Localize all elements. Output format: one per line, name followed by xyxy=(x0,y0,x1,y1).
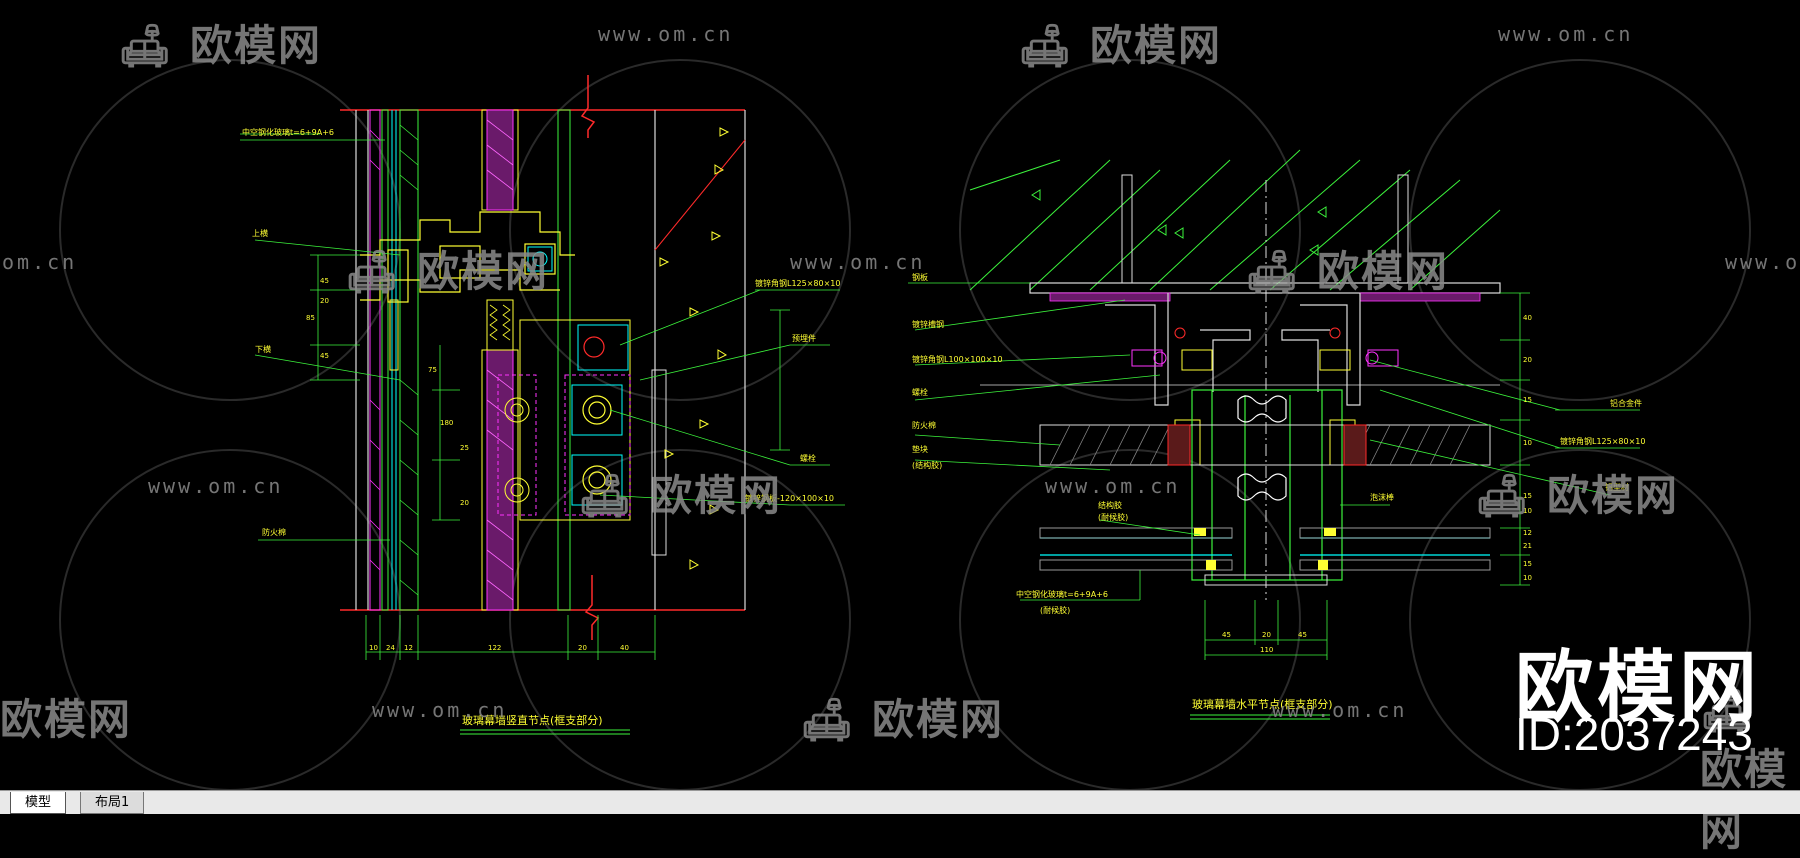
dim-right-s9: 10 xyxy=(1523,574,1532,582)
dim-left-s5: 180 xyxy=(440,419,453,427)
note-left-3: 防火棉 xyxy=(262,527,286,537)
dim-left-b2: 12 xyxy=(404,644,413,652)
watermark-logo: 欧模网 xyxy=(0,695,133,744)
overlay-brand: 欧模网 xyxy=(1515,643,1762,733)
watermark-circles xyxy=(59,59,1751,790)
note-left-4: 镀锌角钢L125×80×10 xyxy=(755,278,841,288)
cad-model-space[interactable]: 中空钢化玻璃t=6+9A+6 上横 下横 防火棉 镀锌角钢L125×80×10 … xyxy=(0,0,1800,790)
watermark-url: www.om.cn xyxy=(1272,698,1408,722)
watermark-logo: 🛋 欧模网 xyxy=(345,247,549,296)
dim-right-b0: 45 xyxy=(1222,631,1231,639)
dim-left-s3: 45 xyxy=(320,352,329,360)
dim-right-s3: 10 xyxy=(1523,439,1532,447)
sofa-icon: 🛋 xyxy=(345,247,401,296)
dim-left-b1: 24 xyxy=(386,644,395,652)
watermark-logo: 🛋 欧模网 xyxy=(1018,21,1222,70)
overlay-id: ID:2037243 xyxy=(1515,708,1753,760)
tab-layout1[interactable]: 布局1 xyxy=(80,792,145,814)
right-section-drawing[interactable]: 钢板 镀锌槽钢 镀锌角钢L100×100×10 螺栓 防火棉 垫块 (结构胶) … xyxy=(908,149,1646,720)
note-left-6: 螺栓 xyxy=(800,453,816,463)
sofa-icon: 🛋 xyxy=(578,471,634,520)
dim-left-b3: 122 xyxy=(488,644,501,652)
note-right-1: 镀锌槽钢 xyxy=(912,319,944,329)
note-right-7: 结构胶 xyxy=(1098,500,1122,510)
note-right-6: (结构胶) xyxy=(912,460,942,470)
watermark-url: www.om.cn xyxy=(790,250,926,274)
note-right-13: 中空钢化玻璃t=6+9A+6 xyxy=(1016,589,1108,599)
note-right-8: (耐候胶) xyxy=(1098,512,1128,522)
dim-right-s8: 15 xyxy=(1523,560,1532,568)
dim-right-b2: 45 xyxy=(1298,631,1307,639)
dim-right-s6: 12 xyxy=(1523,529,1532,537)
watermark-logo: 🛋 欧模网 xyxy=(800,695,1004,744)
dim-left-s0: 45 xyxy=(320,277,329,285)
watermark-logo: 🛋 欧模网 xyxy=(118,21,322,70)
left-section-drawing[interactable]: 中空钢化玻璃t=6+9A+6 上横 下横 防火棉 镀锌角钢L125×80×10 … xyxy=(240,75,845,735)
watermark-url: www.om.cn xyxy=(598,22,734,46)
dim-left-s1: 20 xyxy=(320,297,329,305)
dim-right-b3: 110 xyxy=(1260,646,1273,654)
note-left-2: 下横 xyxy=(255,344,271,354)
note-right-11: 镀锌角钢L125×80×10 xyxy=(1560,436,1646,446)
watermark-url: www.om.cn xyxy=(1725,250,1800,274)
sofa-icon: 🛋 xyxy=(1475,471,1531,520)
left-drawing-title: 玻璃幕墙竖直节点(框支部分) xyxy=(462,713,603,727)
note-left-5: 预埋件 xyxy=(792,333,816,343)
note-right-3: 螺栓 xyxy=(912,387,928,397)
watermark-url: www.om.cn xyxy=(148,474,284,498)
dim-left-s7: 20 xyxy=(460,499,469,507)
dim-right-s4: 15 xyxy=(1523,492,1532,500)
sofa-icon: 🛋 xyxy=(1018,21,1074,70)
tab-model[interactable]: 模型 xyxy=(10,792,67,814)
dim-right-s5: 10 xyxy=(1523,507,1532,515)
dim-right-b1: 20 xyxy=(1262,631,1271,639)
note-right-14: (耐候胶) xyxy=(1040,605,1070,615)
note-left-1: 上横 xyxy=(252,228,268,238)
dim-right-s2: 15 xyxy=(1523,396,1532,404)
note-left-7: 镀锌钢板-120×100×10 xyxy=(745,493,834,503)
sofa-icon: 🛋 xyxy=(1245,247,1301,296)
watermark-url: www.om.cn xyxy=(372,698,508,722)
dim-left-s6: 25 xyxy=(460,444,469,452)
note-right-4: 防火棉 xyxy=(912,420,936,430)
dim-right-s1: 20 xyxy=(1523,356,1532,364)
sofa-icon: 🛋 xyxy=(118,21,174,70)
dim-left-b4: 20 xyxy=(578,644,587,652)
dim-right-s7: 21 xyxy=(1523,542,1532,550)
sofa-icon: 🛋 xyxy=(1700,686,1756,735)
watermark-logo: 🛋 欧模网 xyxy=(1245,247,1449,296)
sofa-icon: 🛋 xyxy=(800,695,856,744)
dim-left-b5: 40 xyxy=(620,644,629,652)
note-right-2: 镀锌角钢L100×100×10 xyxy=(912,354,1003,364)
note-right-5: 垫块 xyxy=(912,444,928,454)
right-drawing-title: 玻璃幕墙水平节点(框支部分) xyxy=(1192,697,1333,711)
dim-left-s2: 85 xyxy=(306,314,315,322)
dim-left-s4: 75 xyxy=(428,366,437,374)
watermark-logo: 🛋 欧模网 xyxy=(578,471,782,520)
dim-left-b0: 10 xyxy=(369,644,378,652)
note-right-0: 钢板 xyxy=(912,272,928,282)
layout-tab-bar: 模型 布局1 xyxy=(0,790,1800,814)
note-right-10: 铝合金件 xyxy=(1610,398,1642,408)
watermark-url: www.om.cn xyxy=(1498,22,1634,46)
watermark-logo: 🛋 欧模网 xyxy=(1475,471,1679,520)
note-left-0: 中空钢化玻璃t=6+9A+6 xyxy=(242,127,334,137)
dim-right-s0: 40 xyxy=(1523,314,1532,322)
watermark-url: www.om.cn xyxy=(1045,474,1181,498)
note-right-9: 泡沫棒 xyxy=(1370,492,1394,502)
note-right-12: 铝型材 xyxy=(1605,482,1629,492)
watermark-url: om.cn xyxy=(2,250,78,274)
